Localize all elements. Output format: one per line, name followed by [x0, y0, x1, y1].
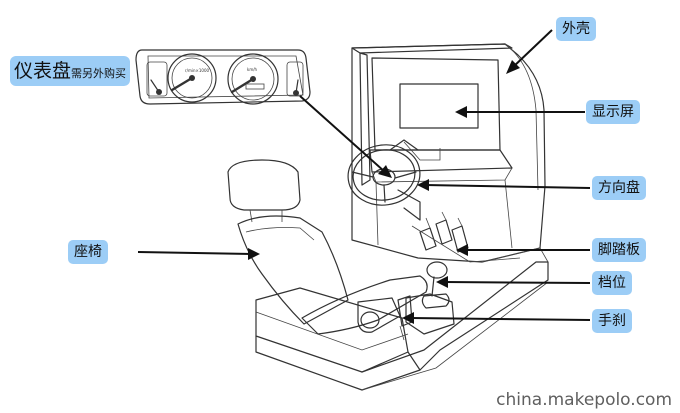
- seat-illustration: [227, 159, 428, 391]
- label-dashboard-main: 仪表盘: [14, 60, 72, 82]
- label-screen: 显示屏: [586, 100, 640, 124]
- label-shell: 外壳: [556, 17, 596, 41]
- base-platform-illustration: [361, 247, 549, 391]
- svg-text:r/min×1000: r/min×1000: [185, 68, 210, 73]
- gear-lever-illustration: [405, 261, 455, 335]
- label-steering-wheel: 方向盘: [592, 176, 646, 200]
- steering-wheel-illustration: [347, 139, 441, 221]
- watermark-text: china.makepolo.com: [496, 390, 672, 410]
- dashboard-illustration: r/min×1000 km/h: [135, 49, 311, 105]
- leader-arrows: [137, 29, 591, 324]
- label-pedals: 脚踏板: [592, 238, 646, 262]
- label-gear-lever: 档位: [592, 271, 632, 295]
- svg-text:km/h: km/h: [247, 67, 258, 72]
- label-dashboard-note: 需另外购买: [71, 67, 127, 80]
- label-handbrake: 手刹: [592, 309, 632, 333]
- label-dashboard: 仪表盘需另外购买: [10, 56, 131, 86]
- cabinet-shell-illustration: [351, 43, 546, 263]
- label-seat: 座椅: [68, 240, 108, 264]
